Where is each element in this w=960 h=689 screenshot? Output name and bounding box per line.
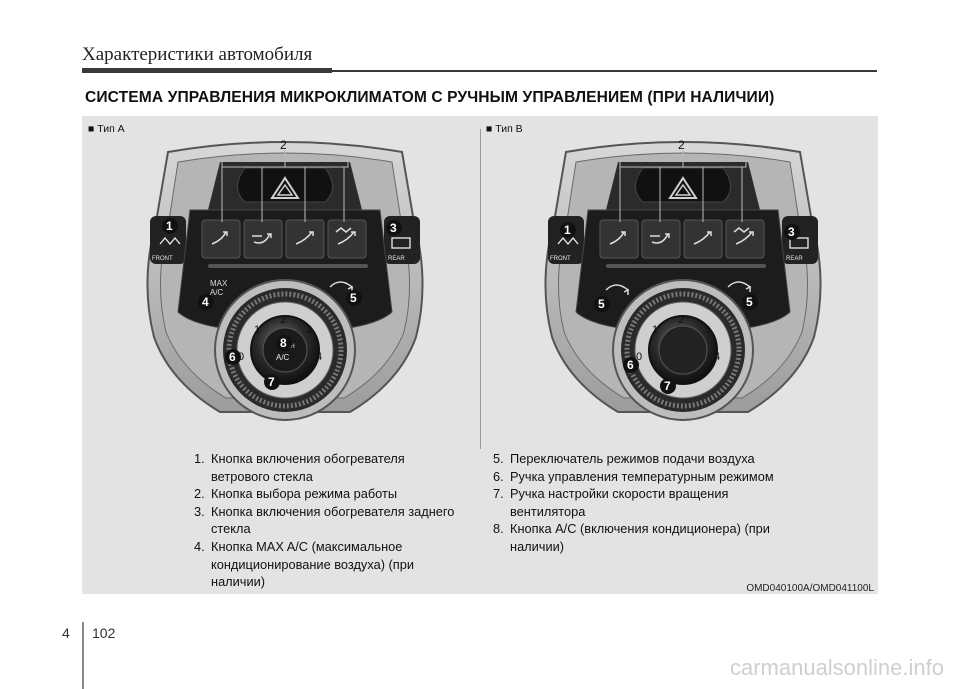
fan-scale-3: 3 bbox=[306, 324, 312, 336]
callout-2-label: 2 bbox=[280, 138, 287, 152]
climate-panel-type-b: FRONT REAR 0 1 2 3 4 2 1 3 5 5 6 7 bbox=[544, 138, 822, 421]
callout-b-1: 1 bbox=[564, 223, 571, 237]
callout-7: 7 bbox=[268, 375, 275, 389]
legend-left: 1.Кнопка включения обогревателя ветровог… bbox=[194, 450, 464, 591]
fan-scale-b-3: 3 bbox=[704, 324, 710, 336]
footer-divider bbox=[82, 622, 84, 689]
fan-scale-1: 1 bbox=[254, 324, 260, 336]
climate-panel-type-a: FRONT REAR MAX A/C PUSH A/C 0 1 2 3 4 2 … bbox=[146, 138, 424, 421]
svg-text:A/C: A/C bbox=[210, 288, 224, 297]
legend-item: 8.Кнопка A/C (включения кондиционера) (п… bbox=[493, 521, 770, 554]
front-defrost-icon bbox=[557, 236, 579, 246]
front-label-b: FRONT bbox=[550, 256, 571, 262]
fan-scale-b-4: 4 bbox=[714, 351, 720, 363]
section-header: Характеристики автомобиля bbox=[82, 44, 313, 65]
front-label: FRONT bbox=[152, 256, 173, 262]
fresh-air-icon bbox=[605, 284, 630, 295]
recirculation-icon bbox=[329, 281, 354, 292]
callout-4: 4 bbox=[202, 295, 209, 309]
legend-item: 1.Кнопка включения обогревателя ветровог… bbox=[194, 451, 405, 484]
callout-8: 8 bbox=[280, 336, 287, 350]
callout-1: 1 bbox=[166, 219, 173, 233]
legend-item: 4.Кнопка MAX A/C (максимальное кондицион… bbox=[194, 538, 414, 590]
fan-scale-b-2: 2 bbox=[678, 314, 684, 326]
ac-label: A/C bbox=[276, 353, 290, 362]
rear-label-b: REAR bbox=[786, 256, 803, 262]
callout-b-2-label: 2 bbox=[678, 138, 685, 152]
rear-label: REAR bbox=[388, 256, 405, 262]
callout-5: 5 bbox=[350, 291, 357, 305]
callout-b-3: 3 bbox=[788, 225, 795, 239]
legend-item: 3.Кнопка включения обогревателя заднего … bbox=[194, 503, 455, 537]
fan-scale-b-0: 0 bbox=[636, 351, 642, 363]
header-rule-thick bbox=[82, 68, 332, 73]
legend-item: 6.Ручка управления температурным режимом bbox=[493, 468, 774, 484]
callout-b-6: 6 bbox=[627, 358, 634, 372]
type-a-label: ■ Тип A bbox=[88, 123, 125, 135]
front-defrost-icon bbox=[159, 236, 181, 246]
callout-b-5-left: 5 bbox=[598, 297, 605, 311]
chapter-number: 4 bbox=[62, 625, 70, 641]
type-b-label: ■ Тип B bbox=[486, 123, 523, 135]
watermark: carmanualsonline.info bbox=[729, 655, 944, 680]
callout-3: 3 bbox=[390, 221, 397, 235]
rear-defrost-icon bbox=[789, 237, 809, 249]
header-rule-thin bbox=[332, 70, 877, 72]
mode-buttons-b bbox=[599, 219, 765, 259]
column-divider bbox=[480, 129, 481, 449]
legend-item: 5.Переключатель режимов подачи воздуха bbox=[493, 451, 755, 466]
page-title: СИСТЕМА УПРАВЛЕНИЯ МИКРОКЛИМАТОМ С РУЧНЫ… bbox=[85, 89, 775, 106]
callout-b-7: 7 bbox=[664, 379, 671, 393]
image-code: OMD040100A/OMD041100L bbox=[746, 583, 874, 594]
fan-scale-0: 0 bbox=[238, 351, 244, 363]
recirculation-icon bbox=[727, 281, 752, 292]
rear-defrost-icon bbox=[391, 237, 411, 249]
fan-scale-2: 2 bbox=[280, 314, 286, 326]
fan-scale-4: 4 bbox=[316, 351, 322, 363]
max-ac-label: MAX bbox=[210, 279, 228, 288]
callout-6: 6 bbox=[229, 350, 236, 364]
legend-right: 5.Переключатель режимов подачи воздуха 6… bbox=[493, 450, 783, 556]
callout-b-5-right: 5 bbox=[746, 295, 753, 309]
page-number: 102 bbox=[92, 625, 116, 641]
fan-scale-b-1: 1 bbox=[652, 324, 658, 336]
mode-buttons bbox=[201, 219, 367, 259]
legend-item: 2.Кнопка выбора режима работы bbox=[194, 486, 398, 502]
legend-item: 7.Ручка настройки скорости вращения вент… bbox=[493, 486, 729, 519]
